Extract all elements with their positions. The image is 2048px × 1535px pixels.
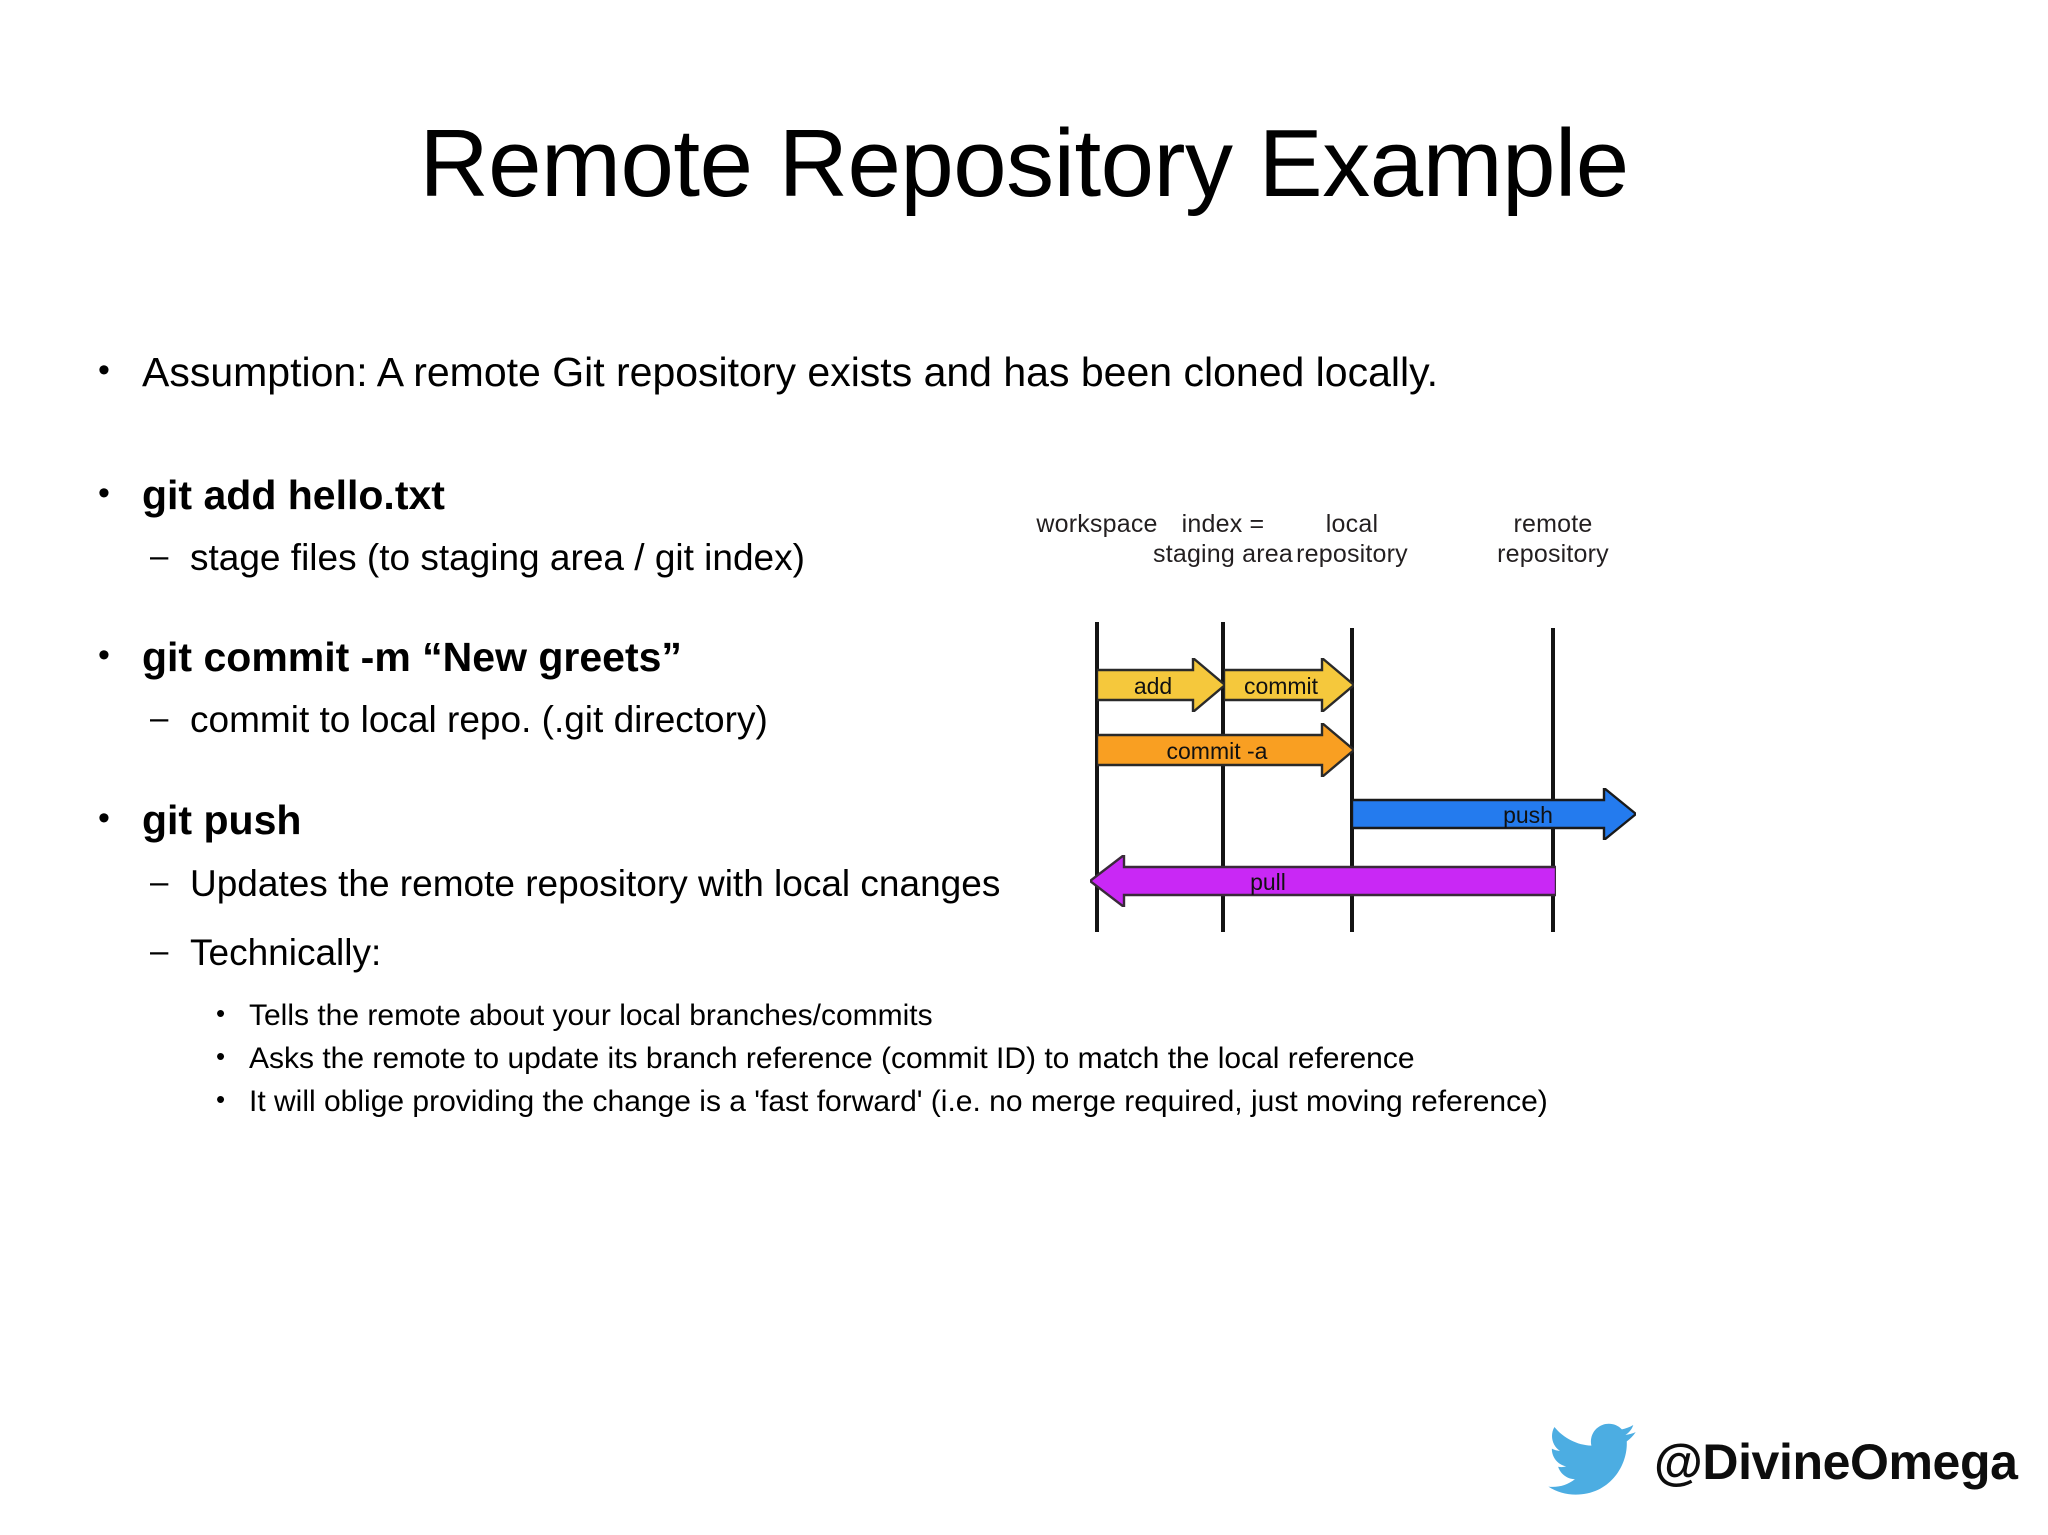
- bullet-marker-icon: •: [98, 799, 110, 837]
- lane-header-workspace: workspace: [1036, 510, 1158, 538]
- lane-line-local: [1350, 628, 1354, 932]
- lane-line-remote: [1551, 628, 1555, 932]
- bullet-item: –Technically:: [150, 932, 382, 974]
- bullet-text: Asks the remote to update its branch ref…: [249, 1042, 1415, 1075]
- bullet-item: –commit to local repo. (.git directory): [150, 699, 768, 741]
- bullet-text: It will oblige providing the change is a…: [249, 1085, 1548, 1118]
- arrow-label-pull: pull: [1250, 869, 1286, 895]
- bullet-text: commit to local repo. (.git directory): [190, 699, 768, 740]
- bullet-text: Tells the remote about your local branch…: [249, 999, 933, 1032]
- bullet-marker-icon: –: [150, 863, 169, 900]
- arrow-label-commit: commit: [1243, 673, 1319, 699]
- bullet-item: –stage files (to staging area / git inde…: [150, 537, 805, 579]
- arrow-add: [1097, 658, 1225, 712]
- bullet-marker-icon: •: [216, 1084, 226, 1114]
- bullet-marker-icon: •: [216, 1041, 226, 1071]
- arrow-label-commit-a: commit -a: [1166, 738, 1268, 764]
- lane-header-local-repository: local repository: [1296, 510, 1408, 568]
- bullet-item: • Assumption: A remote Git repository exi…: [98, 349, 1438, 395]
- arrow-commit-a: [1097, 723, 1354, 777]
- bullet-item: • It will oblige providing the change is …: [216, 1085, 1548, 1118]
- bullet-text: Updates the remote repository with local…: [190, 863, 1001, 904]
- arrow-label-add: add: [1133, 673, 1173, 699]
- bullet-text: git commit -m “New greets”: [142, 634, 682, 680]
- lane-header-remote-repository: remote repository: [1497, 510, 1609, 568]
- arrow-pull: [1090, 855, 1556, 907]
- bullet-text: stage files (to staging area / git index…: [190, 537, 805, 578]
- bullet-marker-icon: –: [150, 932, 169, 969]
- twitter-handle-label: @DivineOmega: [1654, 1433, 2018, 1490]
- lane-line-workspace: [1095, 622, 1099, 782]
- bullet-marker-icon: –: [150, 699, 169, 736]
- lane-line-index: [1221, 622, 1225, 932]
- arrow-label-push: push: [1503, 802, 1553, 828]
- bullet-item: • git push: [98, 797, 302, 843]
- bullet-marker-icon: •: [98, 351, 110, 389]
- bullet-text: git push: [142, 797, 302, 843]
- bullet-item: –Updates the remote repository with loca…: [150, 863, 1001, 905]
- page-title: Remote Repository Example: [419, 110, 1629, 217]
- bullet-text: git add hello.txt: [142, 472, 445, 518]
- bullet-marker-icon: •: [98, 636, 110, 674]
- bullet-marker-icon: •: [98, 474, 110, 512]
- lane-header-index-staging-area: index = staging area: [1153, 510, 1293, 568]
- lane-line-workspace-lower: [1095, 782, 1099, 932]
- bullet-item: • Asks the remote to update its branch re…: [216, 1042, 1415, 1075]
- git-flow-diagram: workspace index = staging area local rep…: [1028, 510, 2028, 1030]
- bullet-text: Assumption: A remote Git repository exis…: [142, 349, 1438, 395]
- bullet-text: Technically:: [190, 932, 382, 973]
- bullet-marker-icon: –: [150, 537, 169, 574]
- bullet-item: • git commit -m “New greets”: [98, 634, 682, 680]
- twitter-footer: @DivineOmega: [1548, 1423, 2018, 1500]
- bullet-item: • Tells the remote about your local branc…: [216, 999, 933, 1032]
- bullet-item: • git add hello.txt: [98, 472, 445, 518]
- twitter-icon: [1548, 1423, 1636, 1500]
- arrow-push: [1352, 788, 1636, 840]
- bullet-marker-icon: •: [216, 998, 226, 1028]
- arrow-commit: [1224, 658, 1354, 712]
